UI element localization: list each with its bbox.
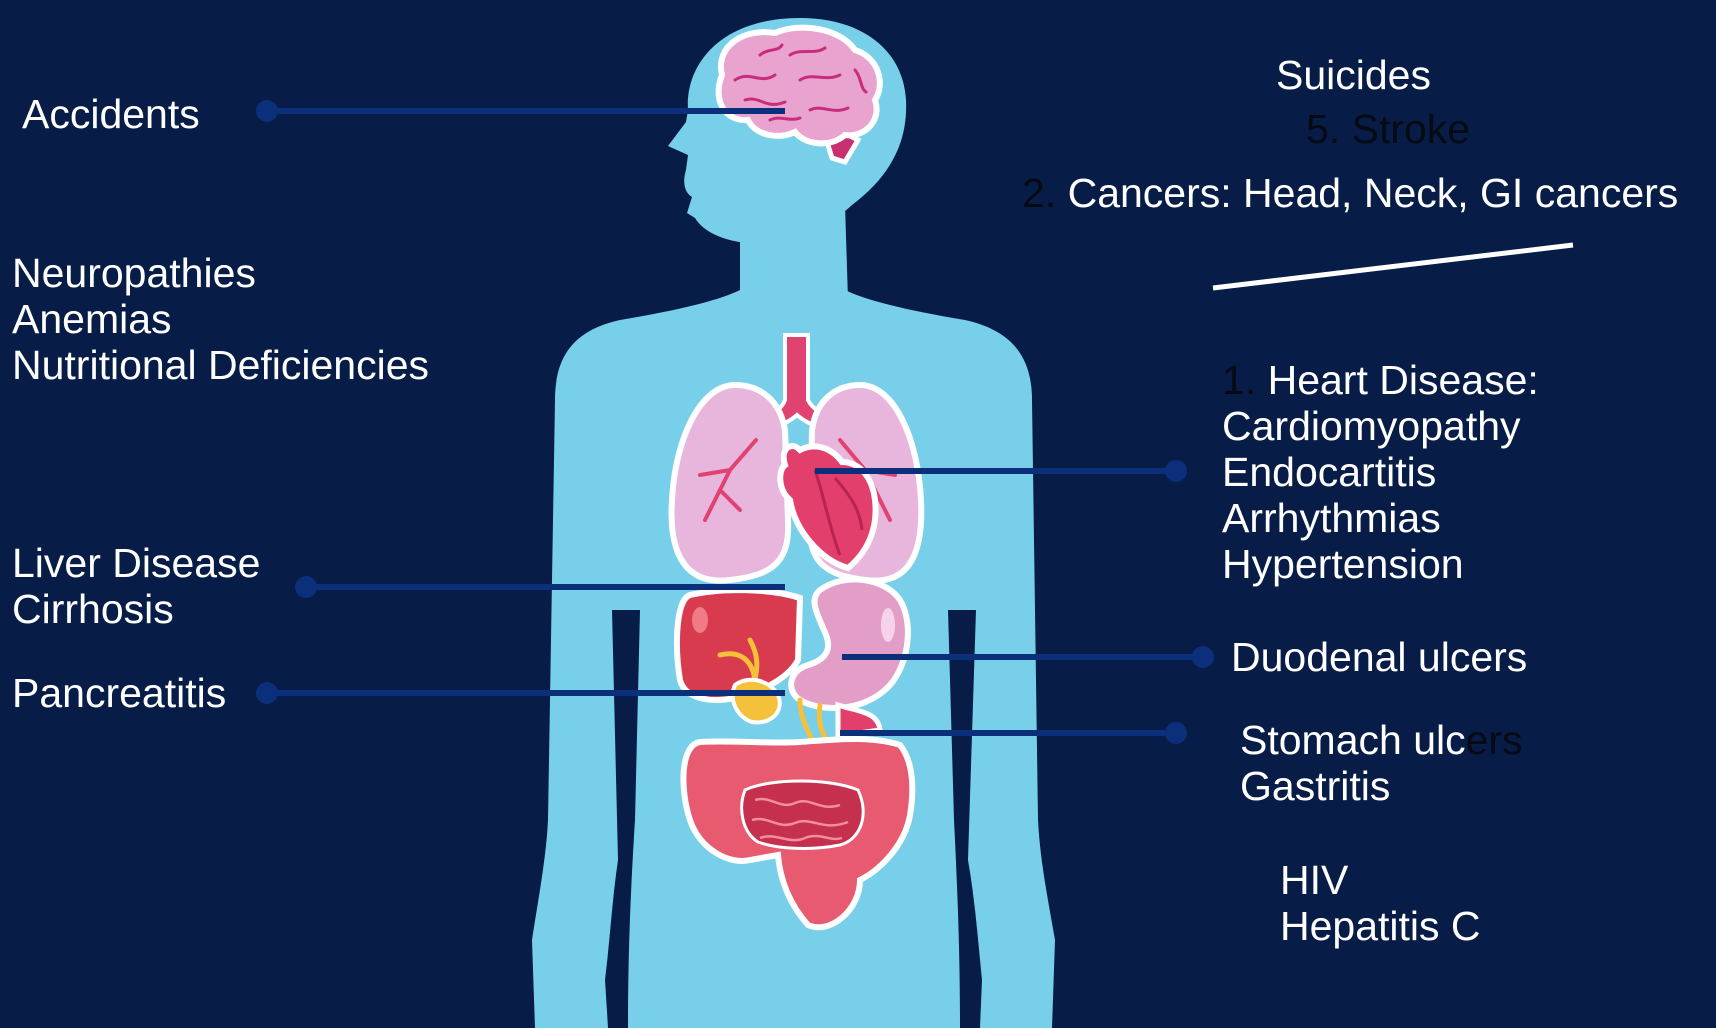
label-duodenal-ulcers: Duodenal ulcers	[1231, 634, 1527, 680]
label-neuropathies: Neuropathies	[12, 250, 429, 296]
label-accidents: Accidents	[22, 91, 200, 137]
label-pancreatitis: Pancreatitis	[12, 670, 226, 716]
heart-heading: 1. Heart Disease:	[1222, 357, 1539, 403]
label-hiv: HIV	[1280, 857, 1481, 903]
label-stomach-group: Stomach ulcers Gastritis	[1240, 717, 1523, 809]
pancreas-shape	[733, 680, 780, 723]
label-gastritis: Gastritis	[1240, 763, 1523, 809]
label-hypertension: Hypertension	[1222, 541, 1539, 587]
label-anemias: Anemias	[12, 296, 429, 342]
stomach-highlight	[881, 608, 895, 642]
label-liver-group: Liver Disease Cirrhosis	[12, 540, 260, 632]
label-cirrhosis: Cirrhosis	[12, 586, 260, 632]
stomach-ulcers-prefix: Stomach ulc	[1240, 717, 1466, 763]
label-suicides: Suicides	[1276, 52, 1431, 98]
label-heart-group: 1. Heart Disease: Cardiomyopathy Endocar…	[1222, 357, 1539, 587]
cancers-number: 2.	[1022, 170, 1056, 216]
heart-number: 1.	[1222, 357, 1256, 403]
divider-line	[1213, 245, 1573, 288]
neck-silhouette	[740, 205, 848, 300]
heart-heading-text: Heart Disease:	[1256, 357, 1539, 403]
cancers-text: Cancers: Head, Neck, GI cancers	[1056, 170, 1678, 216]
liver-highlight	[692, 607, 708, 633]
label-nutritional-deficiencies: Nutritional Deficiencies	[12, 342, 429, 388]
label-stomach-ulcers: Stomach ulcers	[1240, 717, 1523, 763]
stroke-text: Stroke	[1340, 106, 1470, 152]
label-cardiomyopathy: Cardiomyopathy	[1222, 403, 1539, 449]
stomach-ulcers-suffix: ers	[1466, 717, 1523, 763]
label-hepatitis-c: Hepatitis C	[1280, 903, 1481, 949]
label-stroke: 5. Stroke	[1306, 106, 1470, 152]
label-liver-disease: Liver Disease	[12, 540, 260, 586]
label-infections-group: HIV Hepatitis C	[1280, 857, 1481, 949]
label-endocartitis: Endocartitis	[1222, 449, 1539, 495]
label-cancers: 2. Cancers: Head, Neck, GI cancers	[1022, 170, 1678, 216]
label-arrhythmias: Arrhythmias	[1222, 495, 1539, 541]
label-neuro-group: Neuropathies Anemias Nutritional Deficie…	[12, 250, 429, 388]
stroke-number: 5.	[1306, 106, 1340, 152]
